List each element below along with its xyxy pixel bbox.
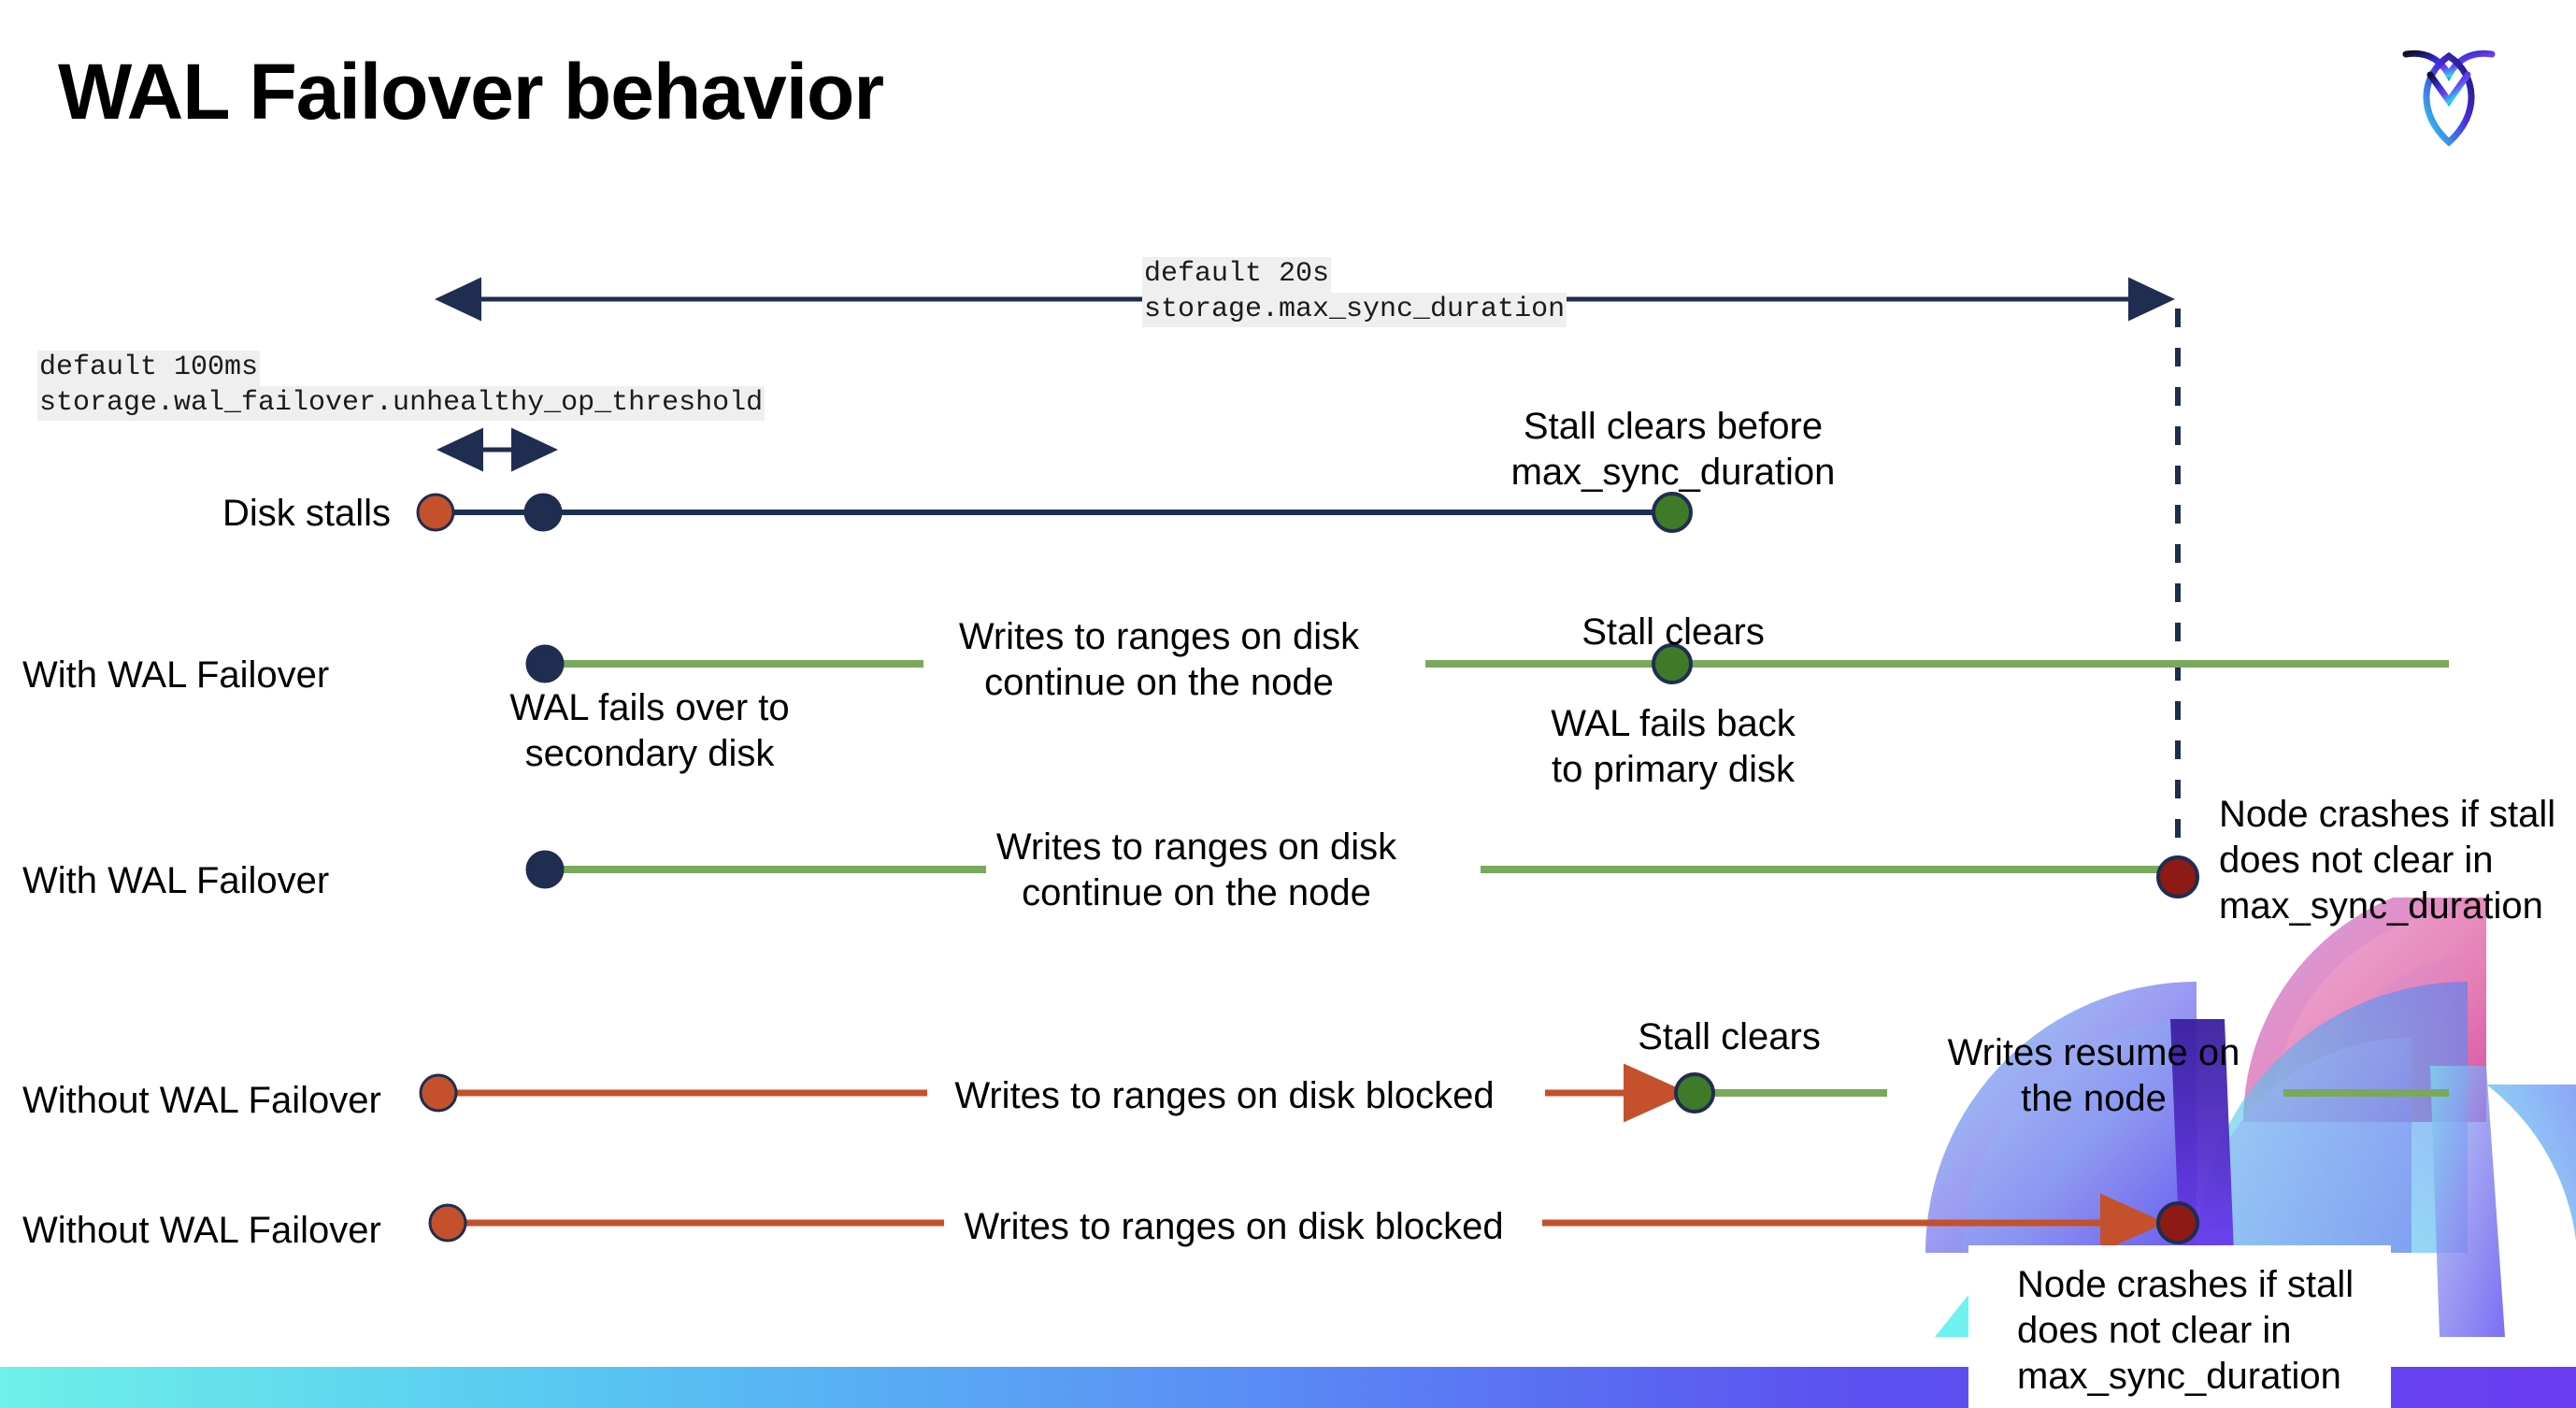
decorative-artwork [1925,898,2576,1337]
row-label-with-wal-failover-2: With WAL Failover [22,860,330,901]
unhealthy-op-threshold-setting: default 100ms storage.wal_failover.unhea… [37,351,766,421]
max-sync-setting-name: storage.max_sync_duration [1142,292,1567,327]
annot-writes-blocked-2: Writes to ranges on disk blocked [964,1206,1504,1247]
row-label-disk-stalls: Disk stalls [222,493,392,534]
page-title: WAL Failover behavior [58,48,884,136]
annot-writes-blocked-1: Writes to ranges on disk blocked [954,1075,1495,1116]
row-line-without-wal-failover-2 [428,1193,2199,1253]
cockroachdb-logo-icon [2402,50,2496,147]
row-line-disk-stalls [416,492,1693,533]
row-line-with-wal-failover-1 [525,643,2449,684]
row-line-with-wal-failover-2 [525,850,2199,898]
row-label-without-wal-failover-1: Without WAL Failover [22,1080,381,1121]
unhealthy-op-setting-name: storage.wal_failover.unhealthy_op_thresh… [37,385,766,421]
row-label-without-wal-failover-2: Without WAL Failover [22,1210,381,1251]
row-line-without-wal-failover-1 [419,1063,2449,1123]
annot-stall-clears-2: Stall clears [1638,1016,1821,1057]
max-sync-default-value: default 20s [1142,257,1332,293]
node-crash-callout-box [1968,1245,2391,1408]
annot-stall-clears-1: Stall clears [1581,611,1765,653]
unhealthy-op-default-value: default 100ms [37,351,261,386]
max-sync-duration-setting: default 20s storage.max_sync_duration [1142,257,1567,327]
row-label-with-wal-failover-1: With WAL Failover [22,654,330,696]
